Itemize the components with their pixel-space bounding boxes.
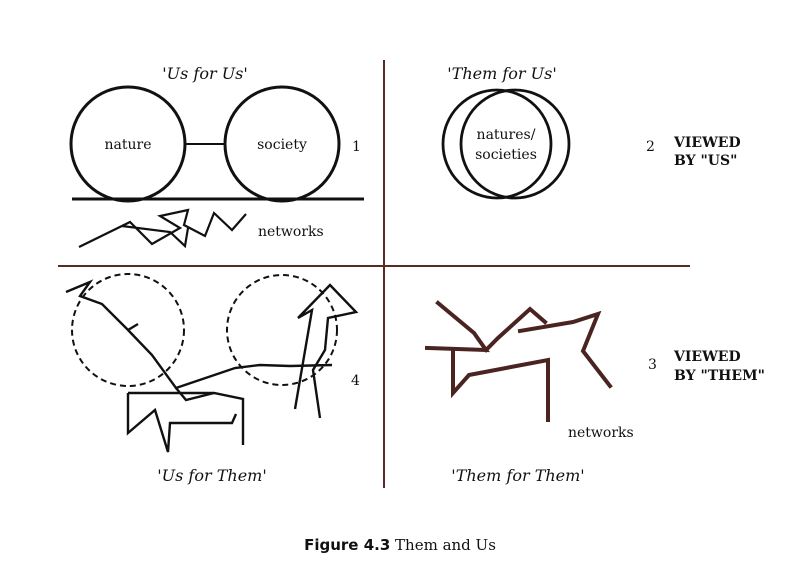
networks-bottom-left-e (175, 387, 215, 402)
number-1: 1 (352, 139, 361, 155)
viewed-by-them-line2: BY "THEM" (674, 368, 765, 384)
networks-bottom-left-c (126, 393, 238, 453)
caption-text: Them and Us (395, 536, 496, 554)
dashed-circle-left (71, 273, 185, 387)
outer-right-circle (459, 88, 571, 200)
networks-zigzag-top-b (121, 224, 190, 249)
networks-bottom-right (424, 300, 613, 422)
number-4: 4 (351, 373, 360, 389)
title-us-for-us: 'Us for Us' (162, 64, 248, 83)
networks-bottom-left-d (293, 283, 359, 419)
viewed-by-them-line1: VIEWED (673, 349, 741, 365)
viewed-by-us-line2: BY "US" (674, 153, 737, 169)
networks-zigzag-top (78, 208, 247, 248)
label-nature: nature (105, 137, 152, 153)
number-3: 3 (648, 357, 657, 373)
label-society: society (257, 137, 307, 153)
networks-label-top: networks (258, 224, 324, 240)
dashed-circle-right (226, 274, 338, 386)
viewed-by-us-line1: VIEWED (673, 135, 741, 151)
networks-label-bottom: networks (568, 425, 634, 441)
title-them-for-us: 'Them for Us' (447, 64, 556, 83)
title-us-for-them: 'Us for Them' (157, 466, 266, 485)
caption-lead: Figure 4.3 (304, 536, 391, 554)
label-natures: natures/ (477, 127, 536, 143)
label-societies: societies (475, 147, 537, 163)
outer-left-circle (441, 88, 553, 200)
number-2: 2 (646, 139, 655, 155)
networks-bottom-left-b (128, 391, 245, 445)
title-them-for-them: 'Them for Them' (451, 466, 584, 485)
networks-bottom-left-a (65, 279, 333, 390)
figure-caption: Figure 4.3 Them and Us (0, 536, 800, 554)
